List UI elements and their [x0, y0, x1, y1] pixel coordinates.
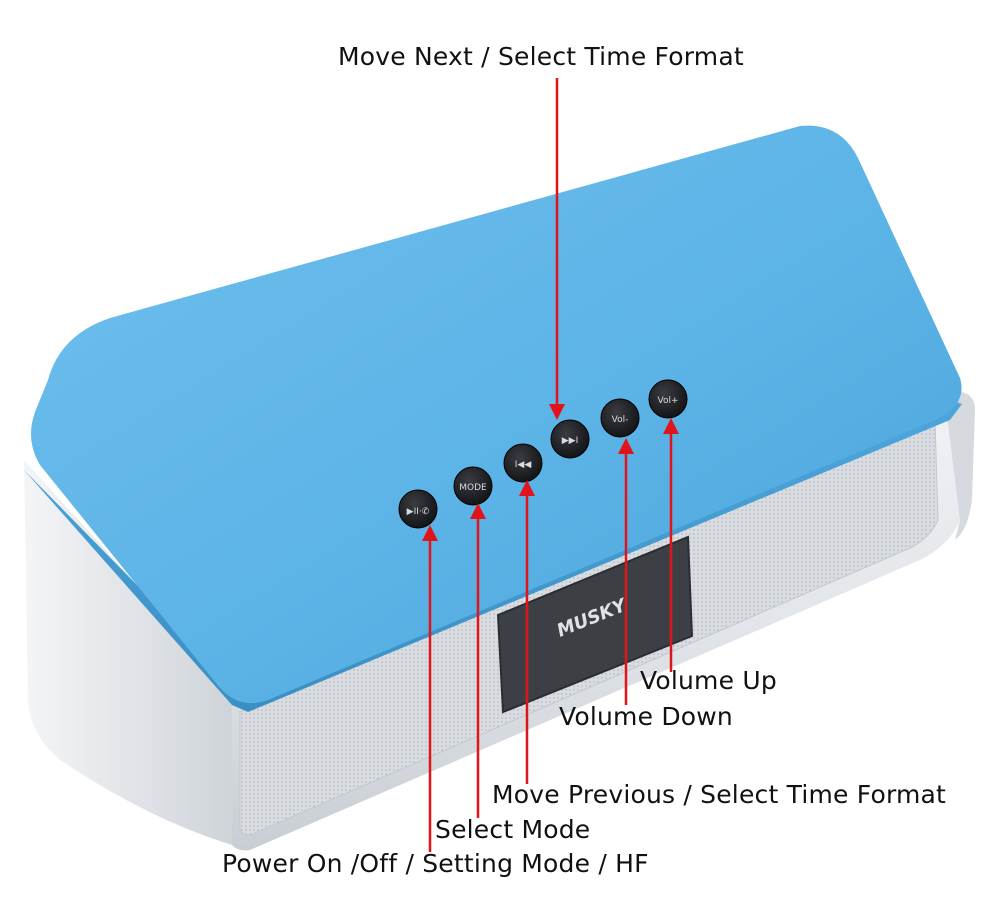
vol-down-button-label: Vol- [612, 415, 629, 425]
callout-volume-up: Volume Up [640, 666, 777, 695]
mode-button[interactable]: MODE [453, 466, 493, 506]
top-panel [24, 125, 962, 712]
callout-move-next: Move Next / Select Time Format [338, 42, 744, 71]
top-panel-surface [31, 125, 962, 704]
mode-button-label: MODE [459, 483, 487, 493]
callout-volume-down: Volume Down [559, 702, 733, 731]
body-right-end [945, 392, 975, 540]
next-button[interactable]: ▶▶I [550, 419, 590, 459]
play-phone-button[interactable]: ▶II·✆ [398, 489, 438, 529]
callout-select-mode: Select Mode [435, 815, 591, 844]
display-window [496, 535, 694, 714]
vol-down-button[interactable]: Vol- [600, 398, 640, 438]
arrow-volume-up [663, 418, 679, 672]
arrow-move-previous [519, 480, 535, 784]
vol-up-button-label: Vol+ [657, 396, 678, 406]
arrow-move-next [549, 78, 565, 420]
callout-power: Power On /Off / Setting Mode / HF [222, 849, 649, 878]
callout-arrows [422, 78, 679, 852]
callout-move-previous: Move Previous / Select Time Format [492, 780, 947, 809]
arrow-select-mode [470, 503, 486, 818]
play-phone-button-label: ▶II·✆ [407, 507, 430, 517]
front-display: MUSKY [496, 535, 694, 714]
previous-button-label: I◀◀ [515, 460, 532, 470]
body-left-end [24, 460, 232, 845]
arrow-power [422, 525, 438, 852]
vol-up-button[interactable]: Vol+ [648, 379, 688, 419]
arrow-volume-down [618, 438, 634, 705]
next-button-label: ▶▶I [562, 436, 579, 446]
previous-button[interactable]: I◀◀ [503, 443, 543, 483]
